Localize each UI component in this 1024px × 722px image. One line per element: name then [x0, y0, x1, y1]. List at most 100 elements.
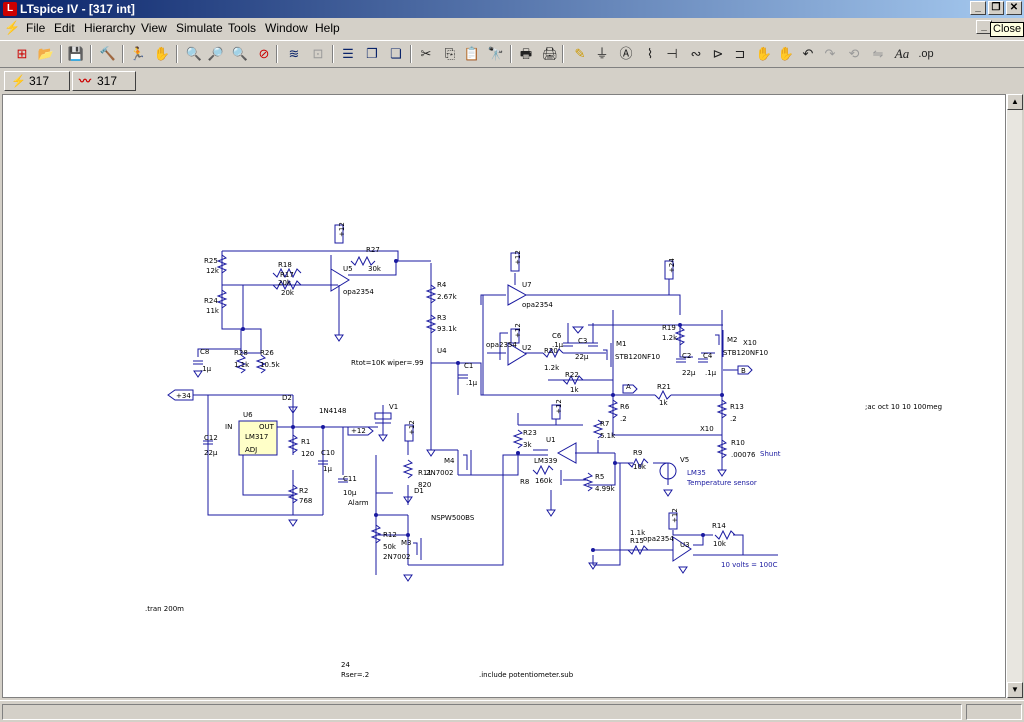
control-panel-icon[interactable]: 🔨 [99, 46, 117, 61]
ground-icon[interactable]: ⏚ [595, 46, 609, 61]
tile-horizontal-icon[interactable]: ☰ [342, 46, 354, 61]
redo-icon[interactable]: ↷ [824, 46, 836, 61]
menu-help[interactable]: Help [315, 21, 340, 35]
zoom-in-icon[interactable]: 🔍 [185, 46, 203, 61]
capacitor-icon[interactable]: ⊣ [666, 46, 678, 61]
label: R14 [712, 522, 726, 530]
label: C10 [321, 449, 335, 457]
toolbar: ⊞ 📂 💾 🔨 🏃 ✋ 🔍 🔎 🔍 ⊘ ≋ ⊡ ☰ ❐ ❏ ✂ ⎘ 📋 🔭 🖶 … [0, 40, 1024, 68]
resistor-icon[interactable]: ⌇ [646, 46, 654, 61]
find-icon[interactable]: 🔭 [487, 46, 505, 61]
copy-icon[interactable]: ⎘ [444, 46, 456, 61]
label-icon[interactable]: Ⓐ [619, 46, 633, 61]
lm317-box [238, 420, 278, 456]
save-icon[interactable]: 💾 [67, 46, 85, 61]
drag-icon[interactable]: ✋ [777, 46, 795, 61]
label: .1µ [200, 365, 212, 373]
run-icon[interactable]: 🏃 [129, 46, 147, 61]
tile-vertical-icon[interactable]: ❏ [390, 46, 402, 61]
scroll-up-icon[interactable]: ▲ [1007, 94, 1023, 110]
label: U6 [243, 411, 253, 419]
title-bar: L LTspice IV - [317 int] _ ❐ ✕ [0, 0, 1024, 18]
menu-simulate[interactable]: Simulate [176, 21, 223, 35]
label: 4.99k [595, 485, 616, 493]
label: STB120NF10 [615, 353, 660, 361]
label: LM35 [687, 469, 706, 477]
toolbar-separator [276, 45, 278, 63]
label: 30k [368, 265, 382, 273]
cascade-icon[interactable]: ❐ [366, 46, 378, 61]
vertical-scrollbar[interactable]: ▲ ▼ [1006, 94, 1023, 698]
menu-view[interactable]: View [141, 21, 167, 35]
scroll-down-icon[interactable]: ▼ [1007, 682, 1023, 698]
label: R5 [595, 473, 604, 481]
minimize-button[interactable]: _ [970, 1, 986, 15]
print-preview-icon[interactable]: 🖶 [519, 46, 533, 61]
menu-tools[interactable]: Tools [228, 21, 257, 35]
menu-edit[interactable]: Edit [54, 21, 75, 35]
label: 1k [570, 386, 579, 394]
move-icon[interactable]: ✋ [755, 46, 773, 61]
pan-icon[interactable]: 🔎 [207, 46, 225, 61]
new-schematic-icon[interactable]: ⊞ [16, 46, 28, 61]
window-title: LTspice IV - [317 int] [20, 2, 135, 16]
text-icon[interactable]: Aa [894, 46, 910, 61]
label: opa2354 [643, 535, 674, 543]
opamps [330, 268, 692, 562]
menu-file[interactable]: File [26, 21, 46, 35]
zoom-out-icon[interactable]: 🔍 [231, 46, 249, 61]
tab-waveform[interactable]: 〰317 int [72, 71, 136, 106]
label: U7 [522, 281, 532, 289]
label: C4 [703, 352, 713, 360]
rotate-icon[interactable]: ⟲ [848, 46, 860, 61]
autorange-icon[interactable]: ≋ [288, 46, 300, 61]
wire-icon[interactable]: ✎ [574, 46, 586, 61]
inductor-icon[interactable]: ∾ [690, 46, 702, 61]
label: R25 [204, 257, 218, 265]
label: C1 [464, 362, 473, 370]
label: +12 [338, 222, 346, 237]
status-pane [2, 704, 962, 720]
undo-icon[interactable]: ↶ [802, 46, 814, 61]
label: R17 [280, 271, 294, 279]
cut-icon[interactable]: ✂ [420, 46, 432, 61]
schematic-drawing[interactable]: R25 12k R24 11k R18 20k R17 20k R27 30k … [3, 95, 1006, 698]
label: A [626, 383, 631, 391]
label: C8 [200, 348, 209, 356]
toolbar-separator [332, 45, 334, 63]
spice-directive: .tran 200m [145, 605, 184, 613]
toolbar-separator [122, 45, 124, 63]
halt-icon[interactable]: ✋ [153, 46, 171, 61]
label: C3 [578, 337, 587, 345]
zoom-fit-icon[interactable]: ⊘ [258, 46, 270, 61]
toolbar-separator [176, 45, 178, 63]
schematic-canvas[interactable]: R25 12k R24 11k R18 20k R17 20k R27 30k … [2, 94, 1006, 698]
label: R27 [366, 246, 380, 254]
print-icon[interactable]: 🖨 [541, 46, 559, 61]
label: 1k [659, 399, 668, 407]
label: R20 [544, 347, 558, 355]
mirror-icon[interactable]: ⇋ [872, 46, 884, 61]
spice-directive-icon[interactable]: .op [918, 48, 934, 60]
menu-window[interactable]: Window [265, 21, 308, 35]
label: 160k [535, 477, 553, 485]
measure-icon[interactable]: ⊡ [312, 46, 324, 61]
label: 12k [206, 267, 220, 275]
component-icon[interactable]: ⊐ [734, 46, 746, 61]
label: R9 [633, 449, 642, 457]
label: .2 [730, 415, 737, 423]
menu-hierarchy[interactable]: Hierarchy [84, 21, 136, 35]
window-controls: _ ❐ ✕ [970, 1, 1022, 15]
tab-schematic[interactable]: ⚡317 int [4, 71, 70, 106]
label: +12 [671, 508, 679, 523]
close-button[interactable]: ✕ [1006, 1, 1022, 15]
diode-icon[interactable]: ⊳ [712, 46, 724, 61]
paste-icon[interactable]: 📋 [463, 46, 481, 61]
waveform-icon: 〰 [79, 74, 92, 88]
label: 5.1k [600, 432, 616, 440]
restore-button[interactable]: ❐ [988, 1, 1004, 15]
label: 10.5k [260, 361, 281, 369]
open-icon[interactable]: 📂 [37, 46, 55, 61]
resistors [216, 254, 736, 556]
toolbar-separator [60, 45, 62, 63]
